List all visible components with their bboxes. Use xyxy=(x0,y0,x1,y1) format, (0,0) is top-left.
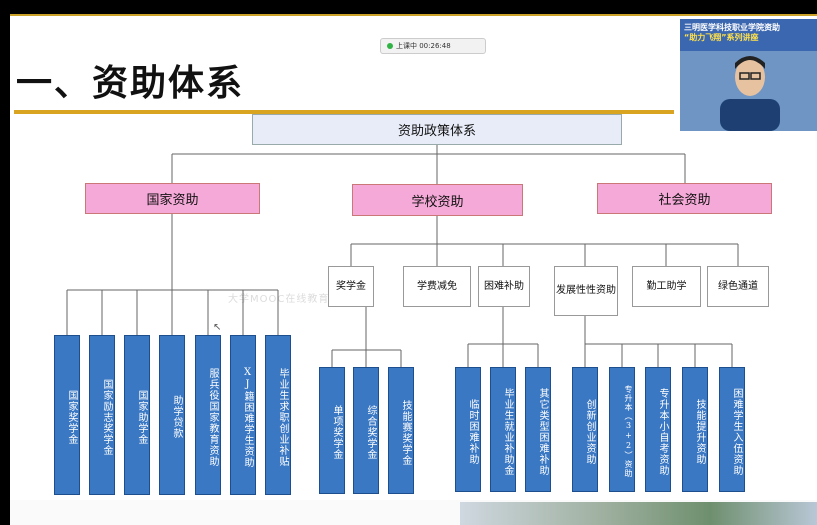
webcam-banner-line2: “助力飞翔”系列讲座 xyxy=(684,32,759,42)
campus-photo xyxy=(460,502,817,525)
development-item: 技能提升资助 xyxy=(682,367,708,492)
hardship-item: 其它类型困难补助 xyxy=(525,367,551,492)
scholarship-item: 技能赛奖学金 xyxy=(388,367,414,494)
development-item: 专升本（3+2）资助 xyxy=(609,367,635,492)
national-item: 助学贷款 xyxy=(159,335,185,495)
hardship-item: 毕业生就业补助金 xyxy=(490,367,516,492)
school-item: 学费减免 xyxy=(403,266,471,307)
national-item: XJ籍困难学生资助 xyxy=(230,335,256,495)
national-item: 国家助学金 xyxy=(124,335,150,495)
national-item: 服兵役国家教育资助 xyxy=(195,335,221,495)
webcam-banner: 三明医学科技职业学院资助 “助力飞翔”系列讲座 xyxy=(680,19,817,51)
webcam-video[interactable]: 三明医学科技职业学院资助 “助力飞翔”系列讲座 xyxy=(680,19,817,131)
school-item: 勤工助学 xyxy=(632,266,701,307)
development-item: 困难学生入伍资助 xyxy=(719,367,745,492)
scholarship-item: 单项奖学金 xyxy=(319,367,345,494)
class-status-bar[interactable]: 上课中 00:26:48 xyxy=(380,38,486,54)
class-status-text: 上课中 00:26:48 xyxy=(396,42,451,50)
scholarship-item: 综合奖学金 xyxy=(353,367,379,494)
connector-lines xyxy=(66,145,739,367)
school-item: 困难补助 xyxy=(478,266,530,307)
national-aid-node: 国家资助 xyxy=(85,183,260,214)
presenter-icon xyxy=(720,56,780,131)
national-item: 国家奖学金 xyxy=(54,335,80,495)
root-node: 资助政策体系 xyxy=(252,114,622,145)
slide: 上课中 00:26:48 一、资助体系 三明医学科技职业学院资助 “助力飞翔”系… xyxy=(10,14,817,525)
slide-title: 一、资助体系 xyxy=(16,63,245,104)
national-item: 国家励志奖学金 xyxy=(89,335,115,495)
webcam-banner-line1: 三明医学科技职业学院资助 xyxy=(684,23,780,32)
slide-top-border xyxy=(10,14,817,16)
development-item: 创新创业资助 xyxy=(572,367,598,492)
school-aid-node: 学校资助 xyxy=(352,184,523,216)
title-underline xyxy=(14,110,674,114)
live-dot-icon xyxy=(387,43,393,49)
mouse-cursor-icon: ↖ xyxy=(213,322,222,333)
development-item: 专升本小自考资助 xyxy=(645,367,671,492)
school-item: 奖学金 xyxy=(328,266,374,307)
national-item: 毕业生求职创业补贴 xyxy=(265,335,291,495)
school-item: 绿色通道 xyxy=(707,266,769,307)
school-item: 发展性性资助 xyxy=(554,266,618,316)
hardship-item: 临时困难补助 xyxy=(455,367,481,492)
social-aid-node: 社会资助 xyxy=(597,183,772,214)
